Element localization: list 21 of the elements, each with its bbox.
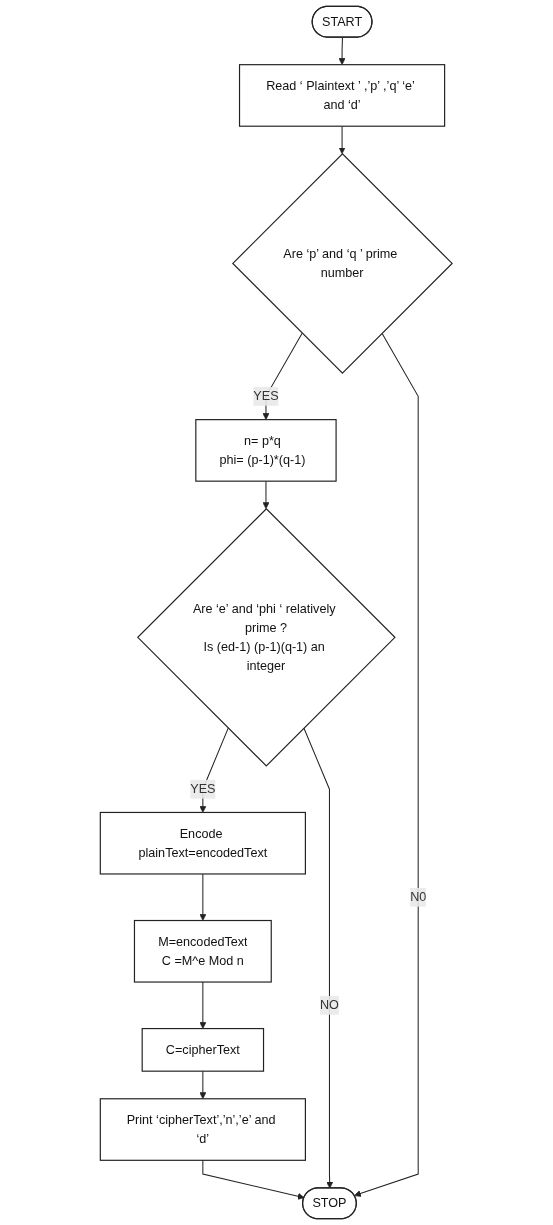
arrow — [338, 36, 346, 65]
node-box: Read ‘ Plaintext ’ ,’p’ ,’q’ ‘e’ and ‘d’ — [239, 64, 446, 127]
arrow — [202, 1159, 305, 1200]
node-box: Encode plainText=encodedText — [100, 811, 307, 875]
arrow — [338, 125, 346, 155]
arrow — [303, 727, 334, 1189]
node-box: Print ‘cipherText’,’n’,’e’ and ‘d’ — [100, 1098, 307, 1161]
arrow — [354, 332, 419, 1197]
arrow — [199, 1070, 207, 1100]
node-box: C=cipherText — [141, 1028, 265, 1072]
edge-label: YES — [253, 389, 279, 403]
arrow — [199, 981, 207, 1029]
node-diamond: Are ‘p’ and ‘q ’ prime number — [232, 152, 454, 374]
arrow — [199, 873, 207, 921]
edge-label: YES — [190, 782, 216, 796]
arrow — [262, 480, 270, 510]
edge-label: NO — [320, 998, 340, 1012]
edge-label: N0 — [410, 890, 427, 904]
node-diamond: Are ‘e’ and ‘phi ‘ relatively prime ? Is (ed-1) (p-1)(q-1) an integer — [137, 507, 397, 767]
node-box: M=encodedText C =M^e Mod n — [134, 919, 273, 983]
node-box: n= p*q phi= (p-1)*(q-1) — [195, 419, 337, 482]
